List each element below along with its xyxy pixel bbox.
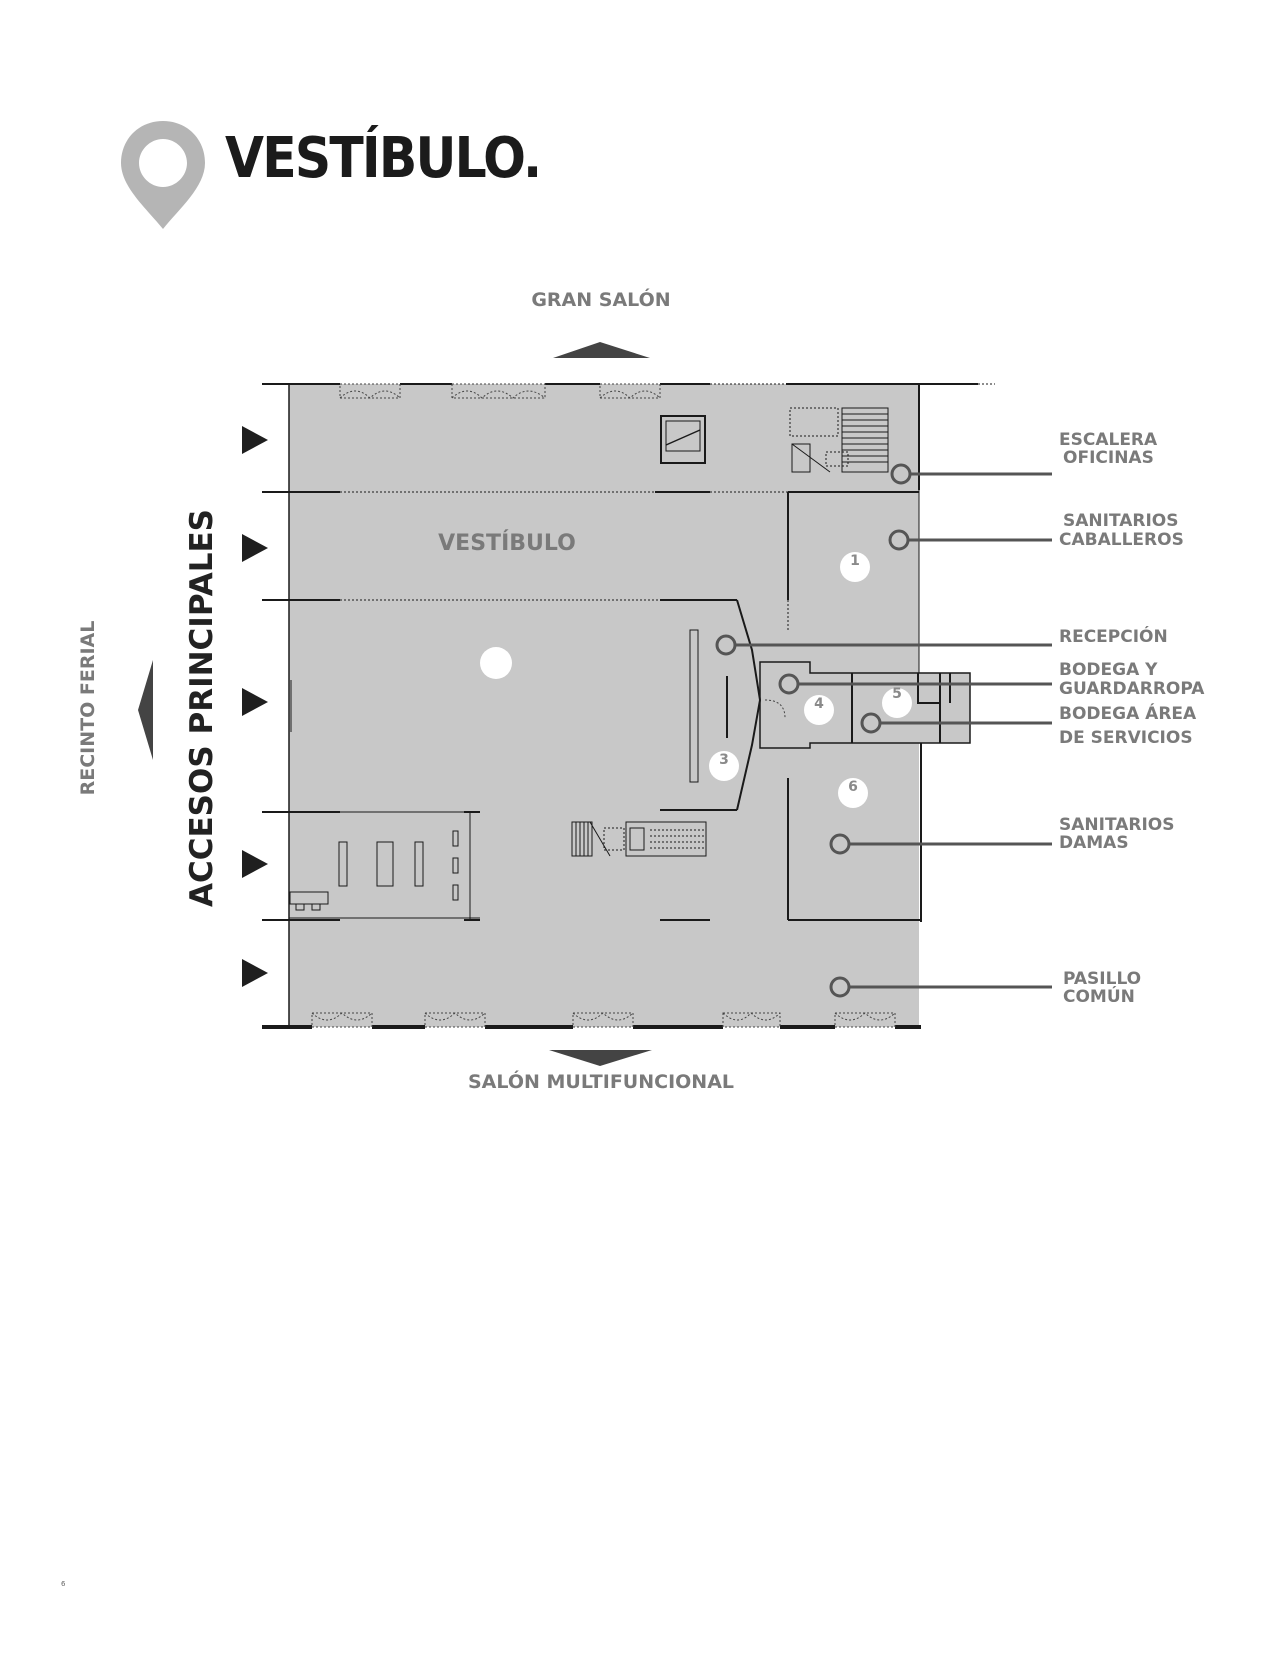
direction-label-top: GRAN SALÓN: [531, 287, 670, 311]
page-title: VESTÍBULO.: [225, 126, 542, 191]
marker-dot-4: [804, 695, 834, 725]
location-pin-icon: [121, 121, 205, 229]
marker-number-3: 3: [719, 752, 729, 768]
entrance-arrows: [242, 426, 268, 987]
direction-label-left-outer: RECINTO FERIAL: [77, 621, 99, 796]
marker-dot-3: [709, 751, 739, 781]
legend-bodega-line2: GUARDARROPA: [1059, 679, 1205, 699]
legend-caballeros-line1: SANITARIOS: [1063, 511, 1179, 531]
entrance-arrow-icon-1: [242, 426, 268, 454]
leader-lines: [715, 463, 1052, 998]
legend: ESCALERA OFICINAS SANITARIOS CABALLEROS …: [1059, 430, 1205, 1007]
arrow-left-icon: [138, 660, 153, 760]
stairs-offices: [789, 407, 889, 473]
legend-bodega-line1: BODEGA Y: [1059, 660, 1158, 680]
marker-number-5: 5: [892, 686, 902, 702]
leader-ring-escalera: [890, 463, 912, 485]
legend-pasillo-line2: COMÚN: [1063, 985, 1135, 1007]
marker-dots: [480, 552, 912, 808]
leader-ring-recepcion: [715, 634, 737, 656]
marker-dot-vestibulo: [480, 647, 512, 679]
legend-recepcion: RECEPCIÓN: [1059, 625, 1168, 647]
entrance-arrow-icon-5: [242, 959, 268, 987]
marker-number-6: 6: [848, 779, 858, 795]
legend-servicios-line1: BODEGA ÁREA: [1059, 702, 1197, 724]
legend-servicios-line2: DE SERVICIOS: [1059, 728, 1193, 748]
stairs-center: [571, 821, 707, 857]
leader-ring-caballeros: [888, 529, 910, 551]
marker-dot-1: [840, 552, 870, 582]
legend-pasillo-line1: PASILLO: [1063, 969, 1141, 989]
floor-area: [289, 384, 970, 1027]
fixtures: [289, 415, 706, 911]
marker-number-1: 1: [850, 553, 860, 569]
leader-ring-pasillo: [829, 976, 851, 998]
direction-label-bottom: SALÓN MULTIFUNCIONAL: [468, 1069, 734, 1093]
arrow-up-icon: [553, 342, 650, 358]
legend-escalera-line2: OFICINAS: [1063, 448, 1154, 468]
entrance-arrow-icon-4: [242, 850, 268, 878]
room-label-vestibulo: VESTÍBULO: [438, 530, 576, 556]
marker-dot-5: [882, 688, 912, 718]
leader-ring-damas: [829, 833, 851, 855]
legend-damas-line2: DAMAS: [1059, 833, 1129, 853]
page-number: 6: [61, 1580, 66, 1588]
leader-ring-servicios: [860, 712, 882, 734]
direction-label-left-inner: ACCESOS PRINCIPALES: [184, 509, 220, 907]
arrow-down-icon: [549, 1050, 652, 1066]
leader-ring-bodega: [778, 673, 800, 695]
entrance-arrow-icon-2: [242, 534, 268, 562]
legend-caballeros-line2: CABALLEROS: [1059, 530, 1184, 550]
legend-escalera-line1: ESCALERA: [1059, 430, 1158, 450]
doors: [311, 383, 896, 1028]
entrance-arrow-icon-3: [242, 688, 268, 716]
marker-dot-6: [838, 778, 868, 808]
marker-number-4: 4: [814, 696, 824, 712]
direction-arrows: [138, 342, 652, 1066]
legend-damas-line1: SANITARIOS: [1059, 815, 1175, 835]
